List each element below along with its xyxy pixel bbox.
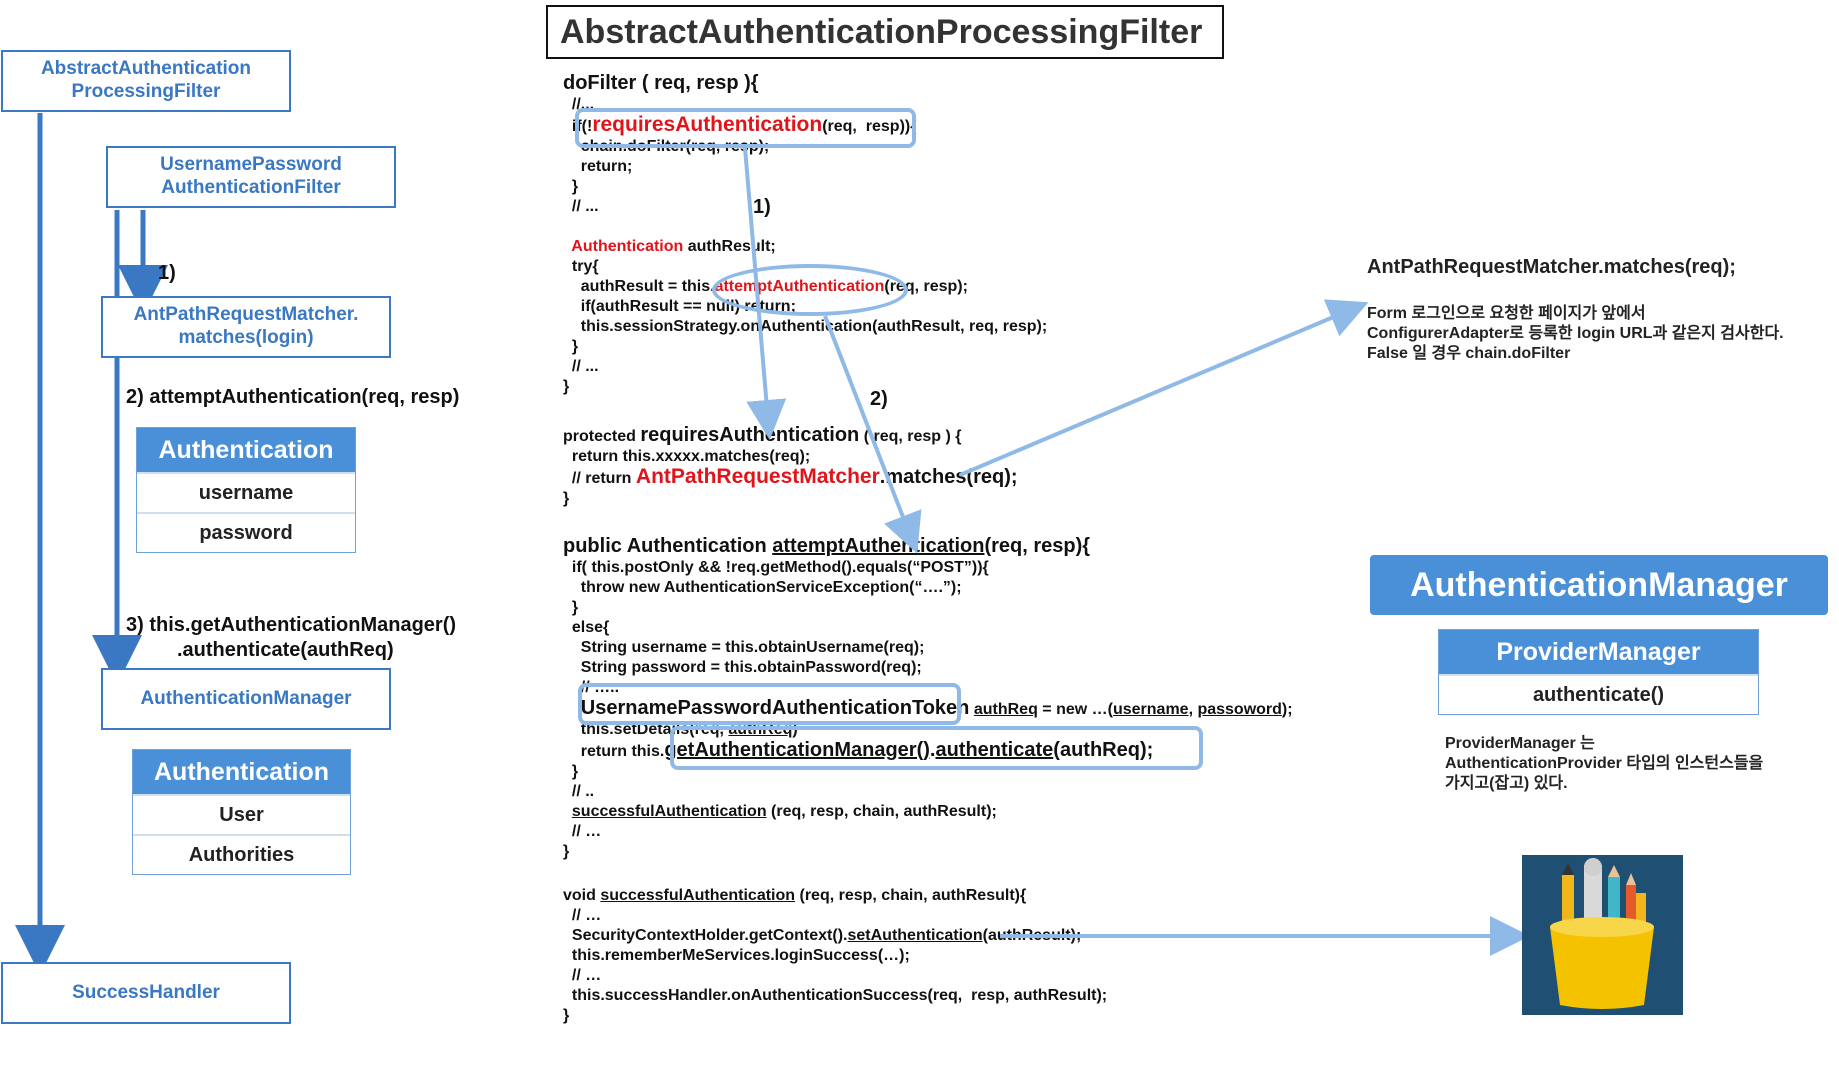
auth-table-1-password: password xyxy=(137,512,355,552)
highlight-attempt-authentication xyxy=(712,264,908,316)
abstract-filter-line1: AbstractAuthentication xyxy=(40,58,252,80)
step2-label: 2) attemptAuthentication(req, resp) xyxy=(126,386,460,408)
code-label-1: 1) xyxy=(753,196,771,218)
username-filter-line1: UsernamePassword xyxy=(160,154,342,176)
abstract-filter-line2: ProcessingFilter xyxy=(71,81,221,102)
arrow-to-requires xyxy=(743,147,787,440)
arrow-to-attempt xyxy=(823,315,922,554)
provider-desc-2: AuthenticationProvider 타입의 인스턴스들을 xyxy=(1445,755,1764,772)
auth-table-2-header: Authentication xyxy=(133,750,350,794)
matcher-desc-3: False 일 경우 chain.doFilter xyxy=(1367,345,1571,362)
abstract-filter-box: AbstractAuthentication ProcessingFilter xyxy=(1,50,291,112)
pencil-cup-icon xyxy=(1522,855,1683,1015)
username-filter-line2: AuthenticationFilter xyxy=(161,177,341,198)
matcher-title: AntPathRequestMatcher.matches(req); xyxy=(1367,256,1736,278)
arrow-to-matcher-note xyxy=(959,299,1369,477)
matcher-line2: matches(login) xyxy=(178,327,314,348)
provider-manager-header: ProviderManager xyxy=(1439,630,1758,674)
authentication-table-2: Authentication User Authorities xyxy=(132,749,351,875)
matcher-box: AntPathRequestMatcher. matches(login) xyxy=(101,296,391,358)
success-handler-box: SuccessHandler xyxy=(1,962,291,1024)
auth-manager-label: AuthenticationManager xyxy=(140,687,352,709)
step1-label: 1) xyxy=(158,262,176,284)
code-requires-auth: protected requiresAuthentication ( req, … xyxy=(563,424,1018,507)
provider-authenticate-row: authenticate() xyxy=(1439,674,1758,714)
matcher-desc-1: Form 로그인으로 요청한 페이지가 앞에서 xyxy=(1367,305,1646,322)
code-panel-title: AbstractAuthenticationProcessingFilter xyxy=(546,5,1224,59)
provider-desc-3: 가지고(잡고) 있다. xyxy=(1445,775,1568,792)
highlight-token xyxy=(578,683,961,725)
provider-desc-1: ProviderManager 는 xyxy=(1445,735,1595,752)
step3-label-line1: 3) this.getAuthenticationManager() xyxy=(126,614,457,636)
username-filter-box: UsernamePassword AuthenticationFilter xyxy=(106,146,396,208)
auth-manager-box: AuthenticationManager xyxy=(101,668,391,730)
provider-manager-table: ProviderManager authenticate() xyxy=(1438,629,1759,715)
success-handler-label: SuccessHandler xyxy=(72,981,220,1003)
code-successful-auth: void successfulAuthentication (req, resp… xyxy=(563,887,1108,1024)
auth-table-1-username: username xyxy=(137,472,355,512)
matcher-desc-2: ConfigurerAdapter로 등록한 login URL과 같은지 검사… xyxy=(1367,325,1784,342)
highlight-requires-authentication xyxy=(575,108,916,148)
left-flow-arrows xyxy=(15,113,168,975)
auth-table-1-header: Authentication xyxy=(137,428,355,472)
auth-manager-banner: AuthenticationManager xyxy=(1370,555,1828,615)
auth-table-2-authorities: Authorities xyxy=(133,834,350,874)
matcher-line1: AntPathRequestMatcher. xyxy=(133,304,359,326)
code-label-2: 2) xyxy=(870,388,888,410)
auth-table-2-user: User xyxy=(133,794,350,834)
step3-label-line2: .authenticate(authReq) xyxy=(177,639,394,661)
authentication-table-1: Authentication username password xyxy=(136,427,356,553)
highlight-get-manager xyxy=(670,726,1203,770)
